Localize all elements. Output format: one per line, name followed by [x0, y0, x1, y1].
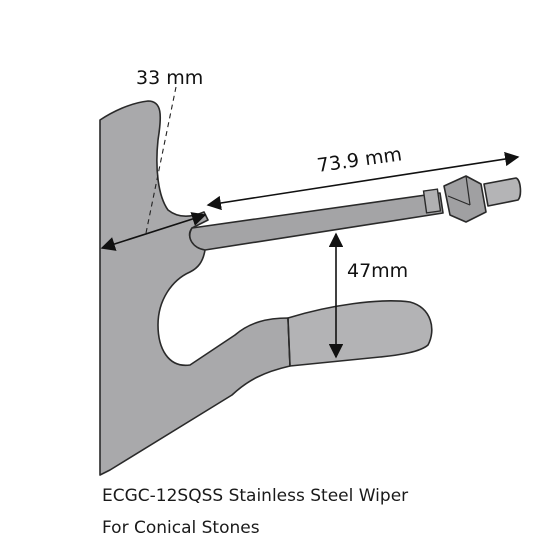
blade-bend-edge	[287, 317, 291, 367]
caption-product-name: ECGC-12SQSS Stainless Steel Wiper	[102, 486, 409, 506]
arm-clearance-leader	[145, 86, 177, 234]
shaft-stud	[483, 177, 522, 207]
hex-nut	[443, 175, 487, 223]
shaft-height-label: 47mm	[347, 260, 408, 282]
caption-product-use: For Conical Stones	[102, 518, 260, 538]
shaft-length-label: 73.9 mm	[316, 143, 404, 177]
wiper-blade	[287, 300, 433, 367]
shaft-collar	[422, 188, 442, 214]
shaft-length-dimension-line	[206, 151, 520, 211]
arm-clearance-label: 33 mm	[136, 67, 203, 89]
bracket-body	[99, 100, 291, 476]
arm-clearance-dimension-line	[100, 212, 207, 251]
